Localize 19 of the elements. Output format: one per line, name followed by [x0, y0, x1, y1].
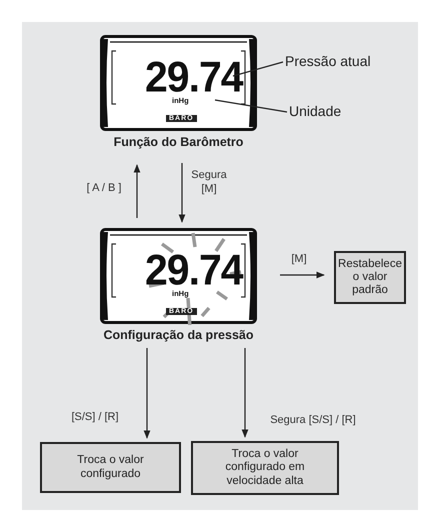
- process-box: Troca o valor configurado em velocidade alta: [191, 441, 339, 495]
- edge-label: Segura [S/S] / [R]: [269, 414, 357, 428]
- display-caption: Função do Barômetro: [112, 135, 244, 149]
- display-caption: Configuração da pressão: [102, 328, 255, 342]
- process-box: Troca o valor configurado: [40, 442, 181, 493]
- edge-label: [M]: [290, 253, 308, 267]
- edge-label: [S/S] / [R]: [70, 411, 120, 425]
- process-box: Restabelece o valor padrão: [334, 251, 406, 304]
- arrow: [178, 163, 186, 223]
- arrow: [144, 348, 150, 439]
- edge-label: [ A / B ]: [86, 182, 122, 196]
- callout-text: Unidade: [289, 103, 351, 121]
- arrow: [134, 164, 140, 218]
- arrow: [280, 272, 325, 278]
- leader-line: [214, 99, 288, 113]
- edge-label: Segura [M]: [190, 169, 228, 196]
- arrow: [242, 348, 248, 438]
- leader-line: [232, 61, 284, 77]
- callout-text: Pressão atual: [285, 53, 397, 71]
